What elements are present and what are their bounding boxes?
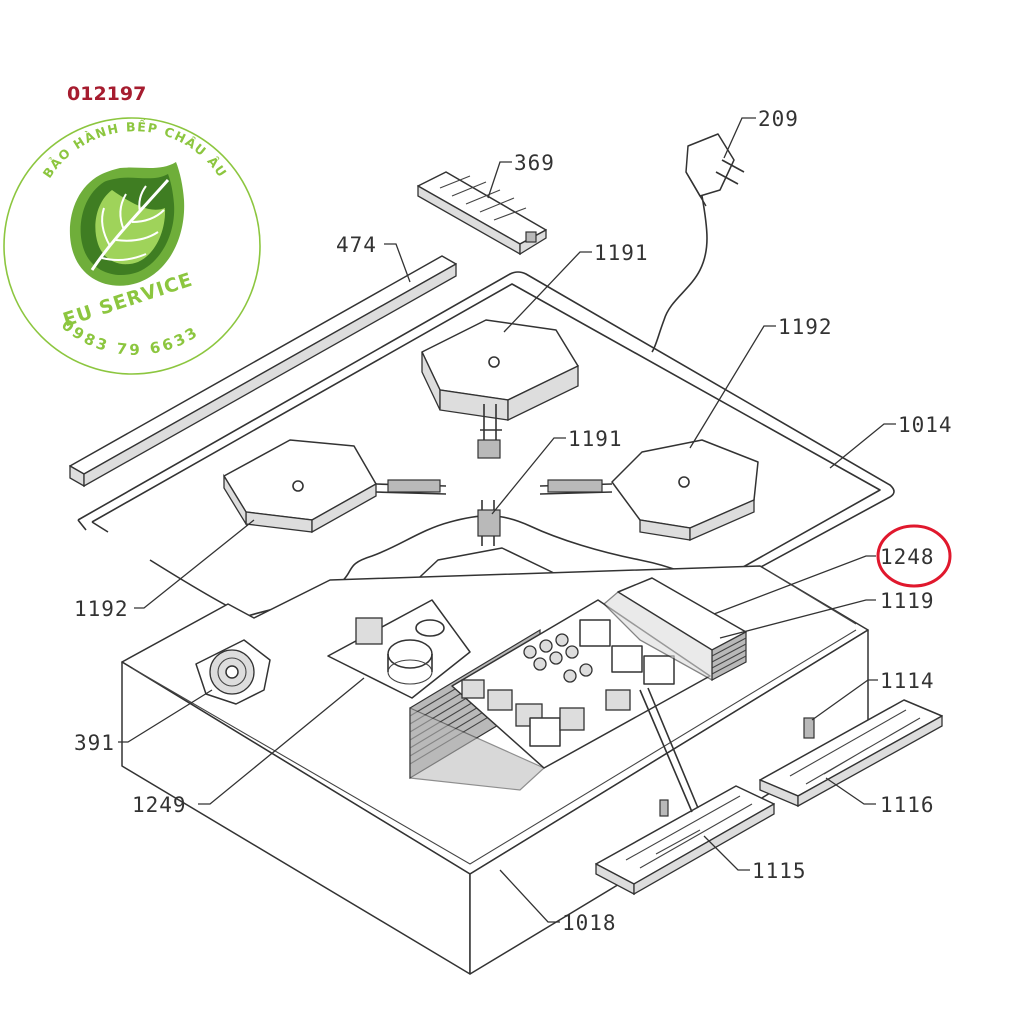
highlight-ring xyxy=(876,524,952,588)
induction-coil-top xyxy=(421,319,579,459)
document-code: 012197 xyxy=(67,83,146,105)
label-1018: 1018 xyxy=(562,911,617,935)
induction-coil-right xyxy=(539,439,759,541)
label-391: 391 xyxy=(74,731,115,755)
label-1191-mid: 1191 xyxy=(568,427,623,451)
label-1116: 1116 xyxy=(880,793,935,817)
filter-board xyxy=(327,599,471,699)
label-1114: 1114 xyxy=(880,669,935,693)
heatsink-rail xyxy=(603,577,747,682)
label-209: 209 xyxy=(758,107,799,131)
label-1115: 1115 xyxy=(752,859,807,883)
coil-connector-center xyxy=(477,500,501,546)
label-1192-left: 1192 xyxy=(74,597,129,621)
label-1119: 1119 xyxy=(880,589,935,613)
label-369: 369 xyxy=(514,151,555,175)
label-1248: 1248 xyxy=(880,545,935,569)
control-board-front xyxy=(595,687,775,896)
label-1249: 1249 xyxy=(132,793,187,817)
leader-lines xyxy=(118,117,896,923)
leaf-icon xyxy=(69,162,185,286)
label-1192-right: 1192 xyxy=(778,315,833,339)
trim-strip xyxy=(69,255,457,488)
eu-service-logo: BẢO HÀNH BẾP CHÂU ÂU EU SERVICE 0983 79 … xyxy=(3,117,261,375)
part-labels: 209 369 474 1191 1192 1014 1191 1248 111… xyxy=(74,107,953,935)
bracket-part xyxy=(417,171,547,256)
label-474: 474 xyxy=(336,233,377,257)
power-plug xyxy=(651,133,745,353)
label-1191-top: 1191 xyxy=(594,241,649,265)
label-1014: 1014 xyxy=(898,413,953,437)
induction-coil-left xyxy=(223,439,447,534)
